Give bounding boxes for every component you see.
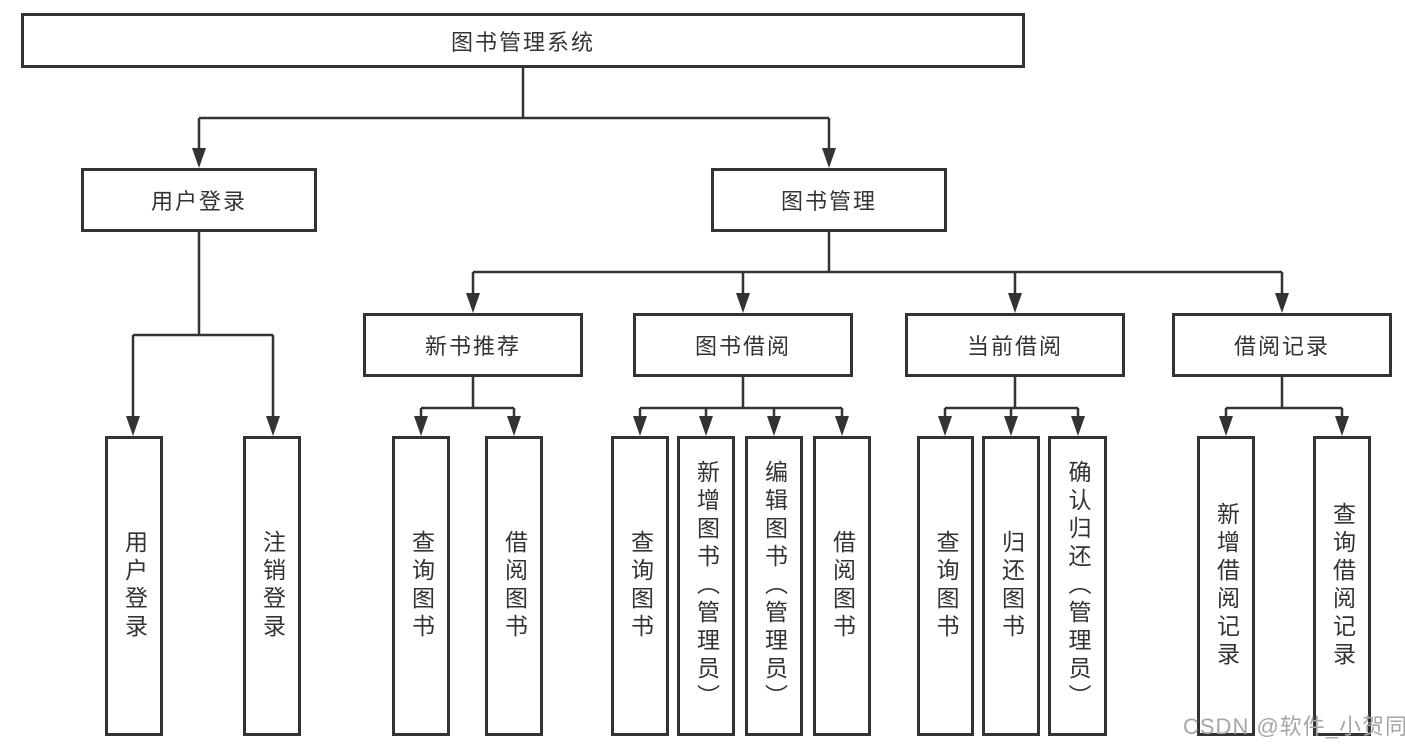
node-user-login: 用户登录: [81, 168, 317, 232]
node-label: 借阅记录: [1233, 334, 1330, 359]
node-label: 当前借阅: [966, 334, 1063, 359]
connector-segments: [131, 68, 1344, 418]
node-label: 图书借阅: [694, 334, 791, 359]
node-leaf-add-borrow-record: 新增借阅记录: [1197, 436, 1255, 736]
node-leaf-edit-books-admin: 编辑图书（管理员）: [745, 436, 803, 736]
node-leaf-borrow-books-2: 借阅图书: [813, 436, 871, 736]
node-label: 新增借阅记录: [1213, 502, 1240, 670]
node-label: 用户登录: [150, 189, 247, 214]
node-label: 查询借阅记录: [1329, 502, 1356, 670]
node-book-borrow: 图书借阅: [633, 313, 853, 377]
node-current-borrow: 当前借阅: [905, 313, 1125, 377]
node-label: 借阅图书: [829, 530, 856, 642]
node-label: 查询图书: [408, 530, 435, 642]
node-label: 新增图书（管理员）: [693, 460, 720, 712]
node-leaf-return-books: 归还图书: [982, 436, 1040, 736]
node-label: 查询图书: [933, 530, 959, 642]
csdn-watermark: CSDN @软件_小贺同学: [1183, 714, 1405, 739]
arrowheads-icon: [126, 148, 1349, 436]
node-label: 用户登录: [121, 530, 148, 642]
node-label: 借阅图书: [501, 530, 528, 642]
node-new-book-recommend: 新书推荐: [363, 313, 583, 377]
node-label: 编辑图书（管理员）: [761, 460, 788, 712]
node-label: 图书管理系统: [450, 29, 595, 55]
node-leaf-query-borrow-record: 查询借阅记录: [1313, 436, 1371, 736]
node-label: 确认归还（管理员）: [1065, 460, 1091, 712]
node-book-management: 图书管理: [711, 168, 947, 232]
node-label: 注销登录: [259, 530, 286, 642]
node-leaf-logout: 注销登录: [243, 436, 301, 736]
node-leaf-add-books-admin: 新增图书（管理员）: [677, 436, 735, 736]
node-label: 查询图书: [627, 530, 654, 642]
node-label: 新书推荐: [424, 334, 521, 359]
node-leaf-query-books-3: 查询图书: [917, 436, 974, 736]
node-label: 图书管理: [780, 189, 877, 214]
node-leaf-borrow-books-1: 借阅图书: [485, 436, 543, 736]
node-borrow-records: 借阅记录: [1172, 313, 1392, 377]
node-library-management-system: 图书管理系统: [21, 13, 1025, 68]
node-label: 归还图书: [998, 530, 1025, 642]
node-leaf-confirm-return-admin: 确认归还（管理员）: [1048, 436, 1107, 736]
node-leaf-query-books-2: 查询图书: [611, 436, 669, 736]
node-leaf-user-login: 用户登录: [105, 436, 163, 736]
node-leaf-query-books-1: 查询图书: [392, 436, 450, 736]
